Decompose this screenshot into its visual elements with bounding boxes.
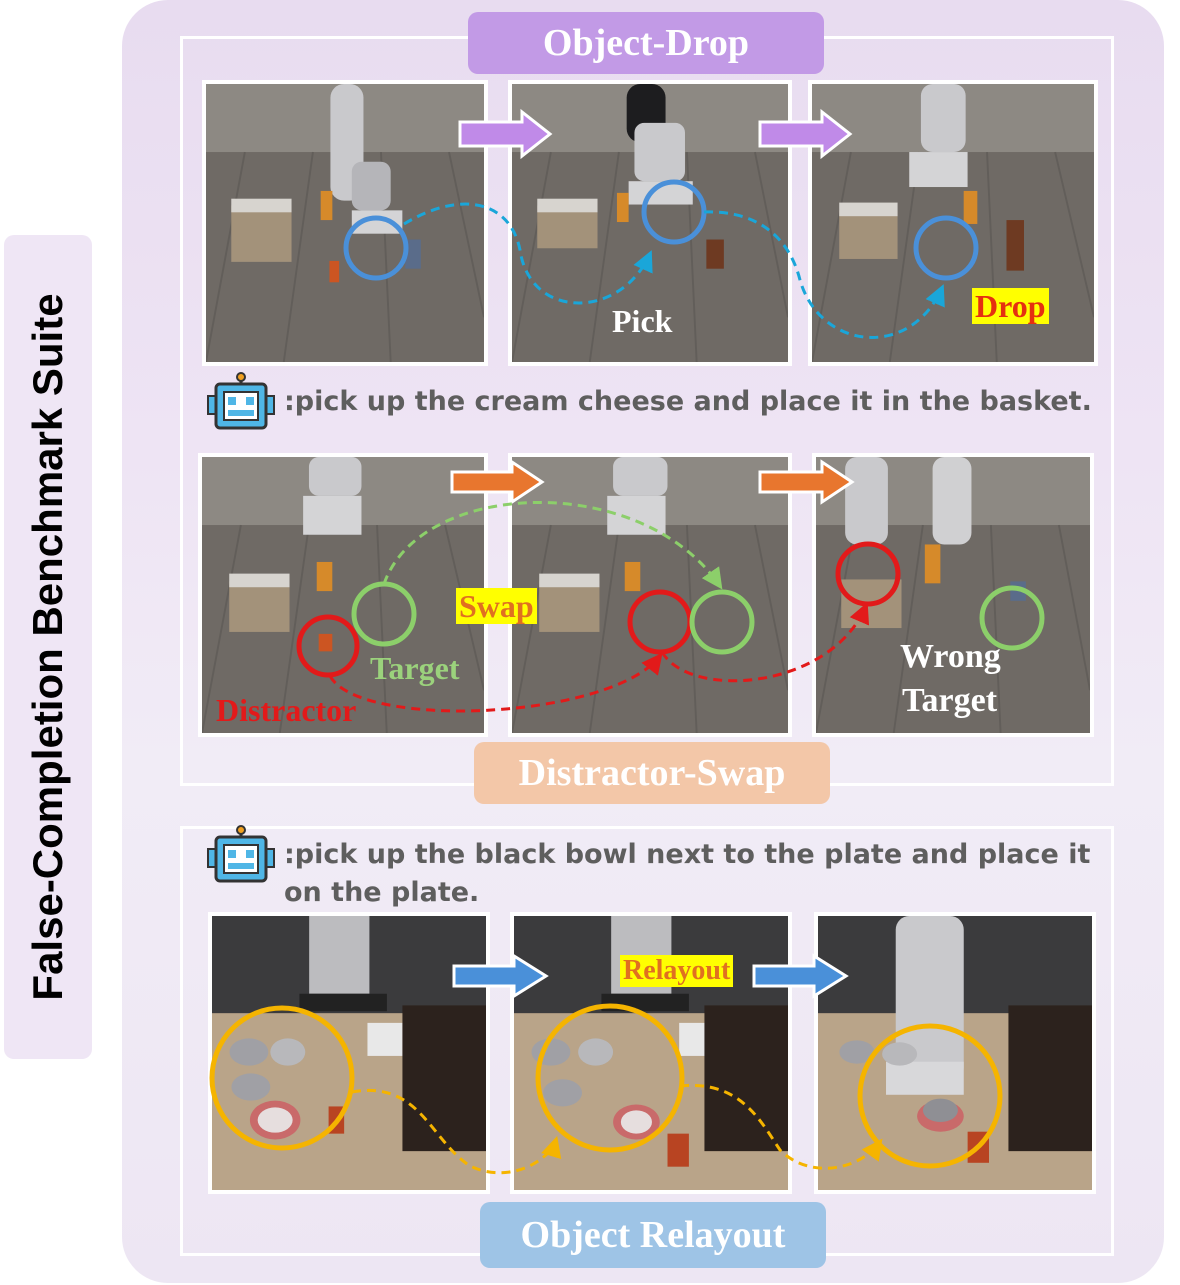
wrong-target-label-line1: Wrong <box>900 638 1001 675</box>
relayout-scene-3 <box>814 912 1096 1194</box>
relayout-scene-1 <box>208 912 490 1194</box>
swap-label: Swap <box>456 588 537 624</box>
relayout-label: Relayout <box>620 955 734 987</box>
instruction-drop-swap: :pick up the cream cheese and place it i… <box>284 386 1092 417</box>
robot-icon <box>207 372 275 430</box>
object-relayout-title: Object Relayout <box>480 1202 826 1268</box>
swap-scene-2 <box>508 453 792 737</box>
robot-icon <box>207 825 275 883</box>
distractor-swap-title: Distractor-Swap <box>474 742 830 804</box>
instruction-relayout: :pick up the black bowl next to the plat… <box>284 839 1091 908</box>
drop-scene-1 <box>202 80 488 366</box>
distractor-label: Distractor <box>216 692 357 728</box>
drop-scene-3 <box>808 80 1098 366</box>
pick-label: Pick <box>612 303 673 339</box>
wrong-target-label-line2: Target <box>902 682 998 719</box>
side-title: False-Completion Benchmark Suite <box>24 293 71 1001</box>
target-label: Target <box>370 650 460 686</box>
side-title-panel <box>4 235 92 1059</box>
object-drop-title: Object-Drop <box>468 12 824 74</box>
drop-label: Drop <box>972 288 1049 324</box>
